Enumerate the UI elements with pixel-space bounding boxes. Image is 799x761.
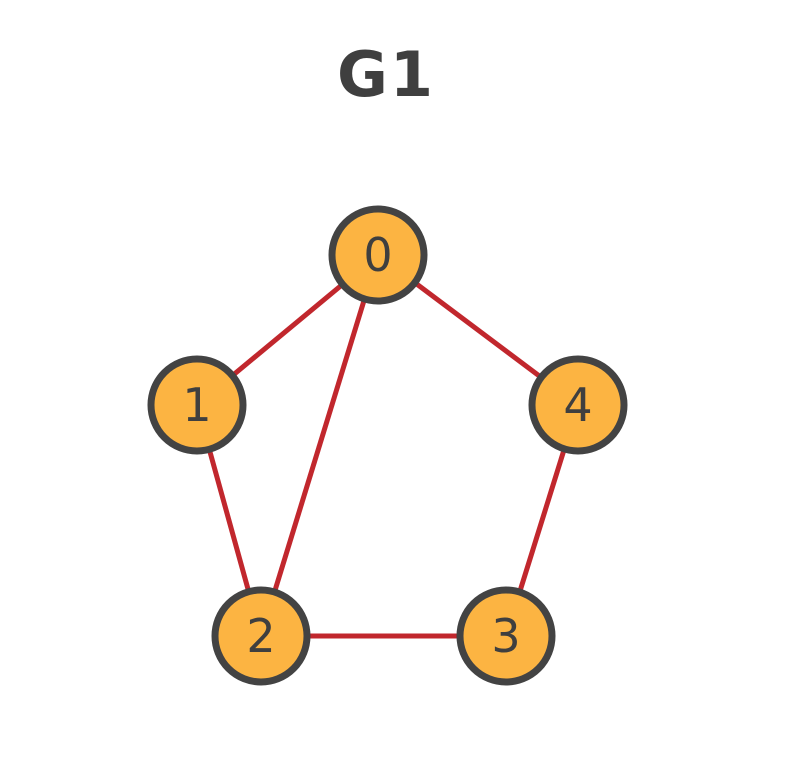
node-circle xyxy=(456,586,556,686)
edges-layer xyxy=(194,253,581,639)
node-circle xyxy=(147,355,247,455)
node-4: 4 xyxy=(528,355,628,455)
node-label: 3 xyxy=(491,609,520,663)
node-1: 1 xyxy=(147,355,247,455)
node-2: 2 xyxy=(211,586,311,686)
node-label: 2 xyxy=(246,609,275,663)
node-0: 0 xyxy=(328,205,428,305)
node-label: 0 xyxy=(363,228,392,282)
nodes-layer: 0 1 2 3 4 xyxy=(147,205,628,686)
node-label: 1 xyxy=(182,378,211,432)
node-circle xyxy=(211,586,311,686)
node-circle xyxy=(528,355,628,455)
node-label: 4 xyxy=(563,378,592,432)
node-3: 3 xyxy=(456,586,556,686)
graph-title: G1 xyxy=(336,38,436,111)
edge-0-2 xyxy=(258,254,381,637)
node-circle xyxy=(328,205,428,305)
